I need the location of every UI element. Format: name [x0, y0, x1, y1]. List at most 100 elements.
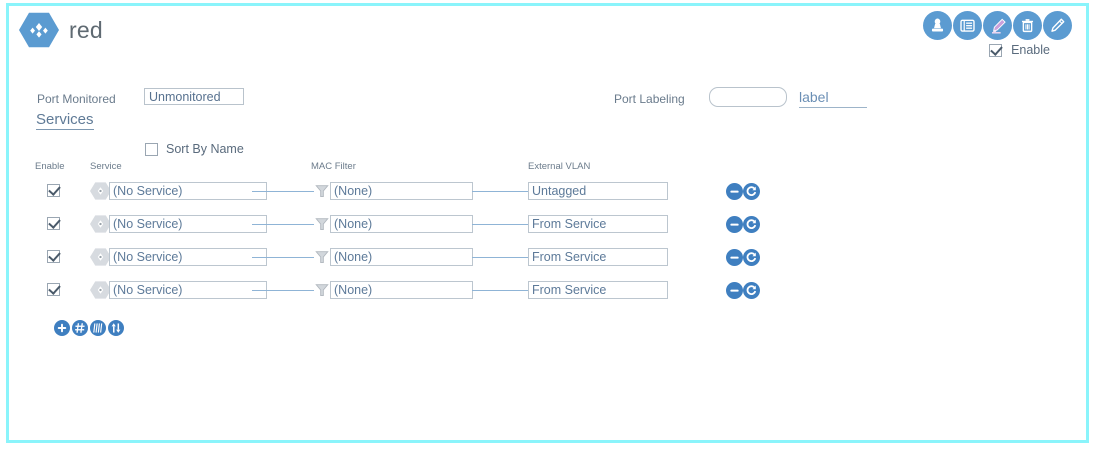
funnel-glyph: [314, 185, 329, 197]
sort-by-name-checkbox[interactable]: [145, 142, 158, 156]
column-header-mac-filter: MAC Filter: [311, 161, 356, 172]
application-window: red: [6, 3, 1089, 443]
hash-glyph: [75, 323, 85, 333]
port-label-link[interactable]: label: [799, 89, 867, 108]
pencil-glyph: [1051, 18, 1065, 32]
mac-filter-funnel-icon[interactable]: [312, 215, 331, 233]
port-labeling-input[interactable]: [709, 87, 787, 107]
enable-checkbox[interactable]: [989, 43, 1003, 57]
service-hexagon-icon[interactable]: [90, 248, 111, 266]
mac-filter-funnel-icon[interactable]: [312, 248, 331, 266]
row-connector-line: [472, 290, 530, 291]
row-enable-checkbox[interactable]: [47, 250, 60, 263]
row-connector-line: [252, 224, 314, 225]
mac-filter-input[interactable]: (None): [330, 215, 473, 233]
funnel-glyph: [314, 218, 329, 230]
up-down-arrows-glyph: [111, 323, 121, 333]
stamp-glyph: [931, 18, 944, 32]
minus-circle-glyph: [730, 289, 739, 292]
reset-row-icon[interactable]: [743, 216, 760, 233]
list-glyph: [960, 19, 975, 32]
service-input[interactable]: (No Service): [109, 248, 267, 266]
service-hexagon-icon[interactable]: [90, 215, 111, 233]
reset-row-icon[interactable]: [743, 282, 760, 299]
row-enable-checkbox[interactable]: [47, 217, 60, 230]
highlighter-icon[interactable]: [983, 11, 1012, 40]
external-vlan-input[interactable]: From Service: [528, 215, 668, 233]
refresh-circle-glyph: [746, 186, 757, 196]
mac-filter-input[interactable]: (None): [330, 182, 473, 200]
row-connector-line: [252, 290, 314, 291]
app-branding: red: [19, 12, 103, 48]
hexagon-diamond-logo: [19, 12, 59, 48]
row-connector-line: [472, 191, 530, 192]
mac-filter-funnel-icon[interactable]: [312, 182, 331, 200]
enable-label: Enable: [1011, 43, 1050, 57]
row-action-group: [726, 183, 760, 200]
add-service-icon[interactable]: [54, 320, 70, 336]
row-connector-line: [472, 224, 530, 225]
external-vlan-input[interactable]: Untagged: [528, 182, 668, 200]
trash-icon[interactable]: [1013, 11, 1042, 40]
row-connector-line: [252, 257, 314, 258]
minus-circle-glyph: [730, 256, 739, 259]
table-row: (No Service) (None) From Service: [9, 213, 1086, 237]
minus-circle-glyph: [730, 223, 739, 226]
clone-service-icon[interactable]: [90, 320, 106, 336]
reset-row-icon[interactable]: [743, 249, 760, 266]
service-hexagon-icon[interactable]: [90, 182, 111, 200]
pencil-icon[interactable]: [1043, 11, 1072, 40]
service-input[interactable]: (No Service): [109, 215, 267, 233]
refresh-circle-glyph: [746, 219, 757, 229]
trash-glyph: [1021, 19, 1034, 33]
service-diamond-glyph: [97, 187, 104, 195]
mac-filter-input[interactable]: (None): [330, 281, 473, 299]
page-title: red: [69, 16, 103, 43]
table-row: (No Service) (None) Untagged: [9, 180, 1086, 204]
diamond-pattern-icon: [30, 23, 48, 38]
column-header-service: Service: [90, 161, 122, 172]
port-monitored-input[interactable]: Unmonitored: [144, 88, 244, 105]
highlighter-glyph: [991, 18, 1006, 34]
header-icon-group: [923, 11, 1072, 40]
remove-row-icon[interactable]: [726, 282, 743, 299]
column-header-enable: Enable: [35, 161, 65, 172]
service-diamond-glyph: [97, 253, 104, 261]
service-hexagon-icon[interactable]: [90, 281, 111, 299]
remove-row-icon[interactable]: [726, 249, 743, 266]
list-document-icon[interactable]: [953, 11, 982, 40]
remove-row-icon[interactable]: [726, 183, 743, 200]
header-bar: red: [9, 6, 1086, 64]
plus-glyph: [57, 323, 67, 333]
table-row: (No Service) (None) From Service: [9, 279, 1086, 303]
row-connector-line: [472, 257, 530, 258]
service-input[interactable]: (No Service): [109, 281, 267, 299]
minus-circle-glyph: [730, 190, 739, 193]
port-monitored-label: Port Monitored: [37, 92, 116, 106]
port-labeling-label: Port Labeling: [614, 92, 685, 106]
enable-toggle-row: Enable: [989, 43, 1050, 57]
lines-glyph: [93, 323, 103, 333]
refresh-circle-glyph: [746, 285, 757, 295]
duplicate-service-icon[interactable]: [72, 320, 88, 336]
stamp-icon[interactable]: [923, 11, 952, 40]
sort-by-name-label: Sort By Name: [166, 142, 244, 156]
port-settings-row: Port Monitored Unmonitored Port Labeling…: [9, 87, 1086, 110]
row-enable-checkbox[interactable]: [47, 184, 60, 197]
table-row: (No Service) (None) From Service: [9, 246, 1086, 270]
service-diamond-glyph: [97, 220, 104, 228]
funnel-glyph: [314, 251, 329, 263]
external-vlan-input[interactable]: From Service: [528, 248, 668, 266]
row-connector-line: [252, 191, 314, 192]
services-toolbar: [54, 320, 124, 336]
row-enable-checkbox[interactable]: [47, 283, 60, 296]
reset-row-icon[interactable]: [743, 183, 760, 200]
reorder-service-icon[interactable]: [108, 320, 124, 336]
mac-filter-input[interactable]: (None): [330, 248, 473, 266]
remove-row-icon[interactable]: [726, 216, 743, 233]
external-vlan-input[interactable]: From Service: [528, 281, 668, 299]
service-input[interactable]: (No Service): [109, 182, 267, 200]
mac-filter-funnel-icon[interactable]: [312, 281, 331, 299]
sort-by-name-row: Sort By Name: [145, 142, 244, 156]
services-heading: Services: [36, 111, 94, 130]
